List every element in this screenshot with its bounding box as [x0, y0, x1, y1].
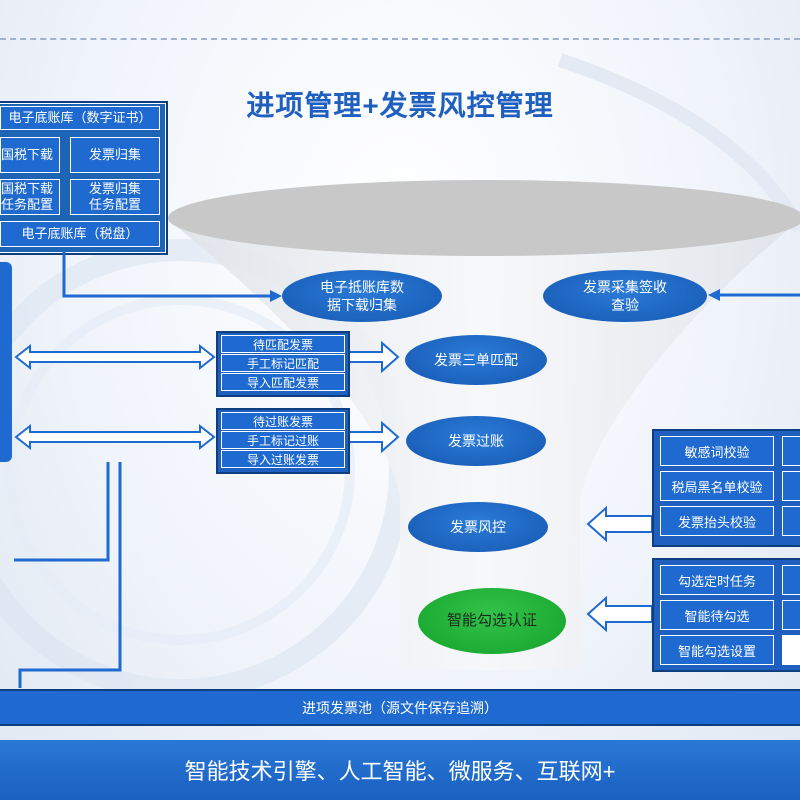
risk-extra-1 — [782, 436, 800, 466]
sensitive-word-check-button[interactable]: 敏感词校验 — [660, 436, 774, 466]
certify-extra-1 — [782, 565, 800, 595]
invoice-pool-bar: 进项发票池（源文件保存追溯） — [0, 689, 800, 726]
invoice-risk-node[interactable]: 发票风控 — [408, 502, 548, 552]
smart-settings-button[interactable]: 智能勾选设置 — [660, 635, 774, 665]
ledger-download-node[interactable]: 电子抵账库数 据下载归集 — [282, 270, 442, 322]
invoice-collect-node[interactable]: 发票采集签收 查验 — [543, 270, 707, 322]
scheduled-task-button[interactable]: 勾选定时任务 — [660, 565, 774, 595]
left-system-bar — [0, 262, 12, 462]
invoice-post-node[interactable]: 发票过账 — [406, 416, 546, 466]
invoice-collect-button[interactable]: 发票归集 — [70, 137, 160, 173]
cert-download-task-button[interactable]: 国税下载 任务配置 — [0, 179, 60, 215]
certify-group: 勾选定时任务 智能待勾选 智能勾选设置 — [652, 558, 800, 672]
pending-match-button[interactable]: 待匹配发票 — [221, 335, 345, 353]
manual-match-button[interactable]: 手工标记匹配 — [221, 354, 345, 372]
pending-post-button[interactable]: 待过账发票 — [221, 412, 345, 430]
page-title: 进项管理+发票风控管理 — [246, 90, 554, 121]
ledger-footer: 电子底账库（税盘） — [0, 221, 160, 247]
smart-certify-node[interactable]: 智能勾选认证 — [418, 588, 566, 654]
smart-pending-button[interactable]: 智能待勾选 — [660, 600, 774, 630]
cert-download-button[interactable]: 国税下载 — [0, 137, 60, 173]
three-way-match-node[interactable]: 发票三单匹配 — [405, 335, 547, 385]
risk-extra-2 — [782, 471, 800, 501]
top-divider — [0, 38, 800, 40]
manual-post-button[interactable]: 手工标记过账 — [221, 431, 345, 449]
risk-check-group: 敏感词校验 税局黑名单校验 发票抬头校验 — [652, 429, 800, 547]
invoice-collect-task-button[interactable]: 发票归集 任务配置 — [70, 179, 160, 215]
post-group: 待过账发票 手工标记过账 导入过账发票 — [216, 408, 350, 474]
certify-extra-3 — [782, 635, 800, 665]
blacklist-check-button[interactable]: 税局黑名单校验 — [660, 471, 774, 501]
risk-extra-3 — [782, 506, 800, 536]
import-post-button[interactable]: 导入过账发票 — [221, 450, 345, 468]
certify-extra-2 — [782, 600, 800, 630]
tech-engine-bar: 智能技术引擎、人工智能、微服务、互联网+ — [0, 740, 800, 800]
invoice-header-check-button[interactable]: 发票抬头校验 — [660, 506, 774, 536]
match-group: 待匹配发票 手工标记匹配 导入匹配发票 — [216, 331, 350, 397]
import-match-button[interactable]: 导入匹配发票 — [221, 373, 345, 391]
ledger-panel: 电子底账库（数字证书） 国税下载 发票归集 国税下载 任务配置 发票归集 任务配… — [0, 101, 168, 255]
ledger-header: 电子底账库（数字证书） — [0, 106, 160, 130]
